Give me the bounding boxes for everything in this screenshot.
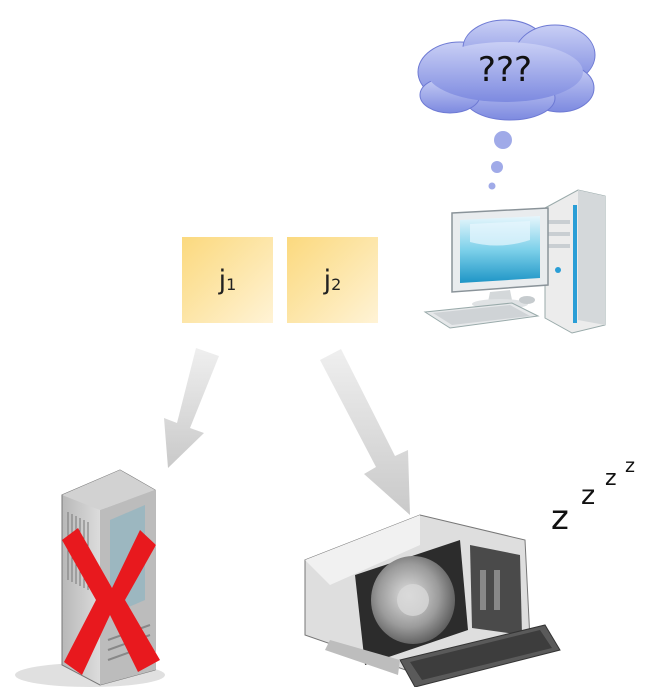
sleep-z-4: z <box>625 455 635 477</box>
arrow-to-failed-server <box>164 348 219 468</box>
sleep-z-3: z <box>605 466 617 491</box>
desktop-computer-icon <box>423 189 606 334</box>
thought-cloud-text: ??? <box>477 50 533 90</box>
thought-cloud-icon <box>417 19 596 190</box>
red-x-icon <box>62 528 160 675</box>
job-1-label: j <box>218 264 227 296</box>
job-1-subscript: 1 <box>226 274 237 294</box>
vintage-terminal-icon <box>304 514 561 687</box>
job-2-subscript: 2 <box>331 274 342 294</box>
arrow-to-sleeping-machine <box>320 349 410 515</box>
job-2-label: j <box>323 264 332 296</box>
sleep-z-2: z <box>581 480 596 511</box>
sleep-z-1: z <box>551 498 569 538</box>
